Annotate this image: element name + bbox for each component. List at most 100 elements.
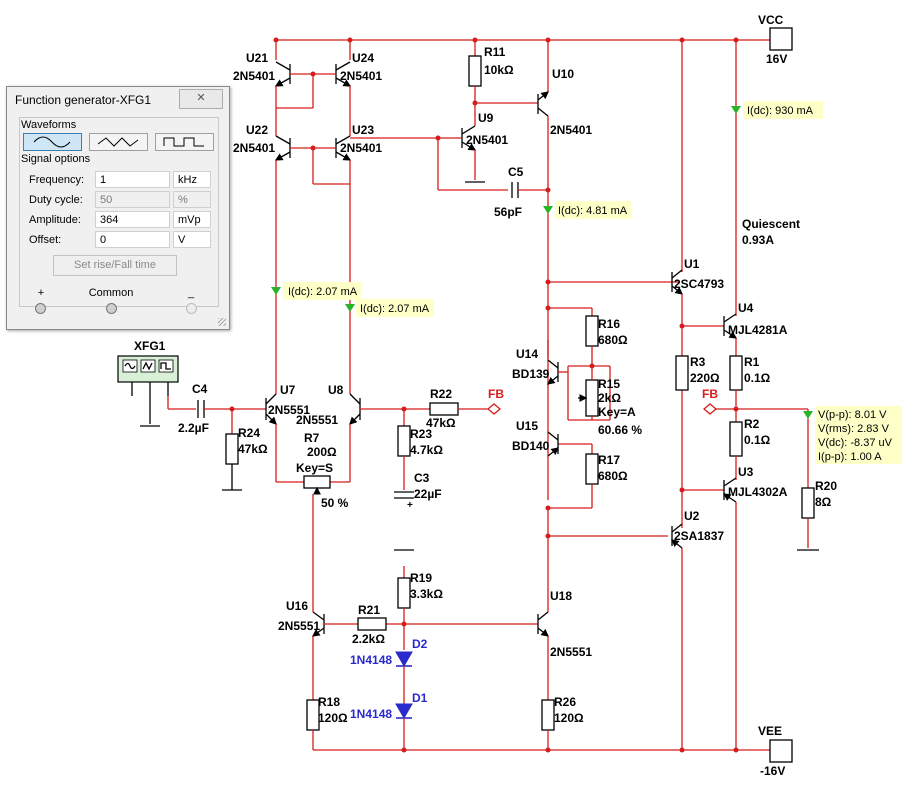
transistor-u4[interactable] [723,313,738,339]
amplitude-unit-select[interactable]: mVp [173,211,211,228]
u7-part: 2N5551 [268,403,310,417]
output-stage [670,37,819,753]
transistor-u15[interactable] [547,431,560,457]
capacitor-c3[interactable] [394,491,414,499]
xfg1-instrument[interactable] [117,355,196,427]
r1-label: R1 [744,355,760,369]
vcc-terminal[interactable] [769,27,793,51]
r26-label: R26 [554,695,576,709]
close-button[interactable]: ✕ [179,89,223,109]
u9-part: 2N5401 [466,133,508,147]
transistor-u2[interactable] [670,523,683,549]
r21-value: 2.2kΩ [352,632,385,646]
capacitor-c4[interactable] [197,400,205,418]
r19-value: 3.3kΩ [410,587,443,601]
offset-unit-select[interactable]: V [173,231,211,248]
r7-label: R7 [304,431,320,445]
r16-value: 680Ω [598,333,628,347]
vcc-value: 16V [766,52,787,66]
offset-label: Offset: [29,234,62,246]
fb-label-output: FB [702,387,718,401]
transistor-u10[interactable] [537,91,550,117]
amplitude-input[interactable]: 364 [95,211,170,228]
transistor-u14[interactable] [546,359,559,385]
diode-d2[interactable] [395,651,413,668]
u4-part: MJL4281A [728,323,788,337]
resistor-r16[interactable] [585,315,599,347]
c5-value: 56pF [494,205,522,219]
frequency-row: Frequency: 1 kHz [25,171,215,191]
u10-part: 2N5401 [550,123,592,137]
resistor-r23[interactable] [397,425,411,457]
probe-u7[interactable]: I(dc): 2.07 mA [271,282,361,300]
r15-key: Key=A [598,405,636,419]
dialog-title: Function generator-XFG1 [15,93,152,107]
function-generator-dialog[interactable]: Function generator-XFG1 ✕ Waveforms Sign… [6,86,230,330]
resistor-r24[interactable] [225,433,239,465]
resistor-r26[interactable] [541,699,555,731]
resistor-r11[interactable] [468,55,482,87]
u4-label: U4 [738,301,754,315]
signal-options-label: Signal options [21,153,91,165]
transistor-u21[interactable] [274,61,291,87]
square-wave-button[interactable] [155,133,214,151]
waveforms-label: Waveforms [21,119,77,131]
d1-part: 1N4148 [350,707,392,721]
svg-text:+: + [407,500,413,511]
u22-label: U22 [246,123,268,137]
transistor-u22[interactable] [274,135,291,161]
d2-label: D2 [412,637,428,651]
d2-part: 1N4148 [350,653,392,667]
quiescent-value: 0.93A [742,233,774,247]
r18-label: R18 [318,695,340,709]
fb-connector-output[interactable] [702,403,718,415]
transistor-u3[interactable] [722,477,737,503]
amplitude-row: Amplitude: 364 mVp [25,211,215,231]
offset-input[interactable]: 0 [95,231,170,248]
xfg1-label: XFG1 [134,339,166,353]
probe-output[interactable]: V(p-p): 8.01 V V(rms): 2.83 V V(dc): -8.… [803,406,902,464]
u8-part: 2N5551 [296,413,338,427]
fb-connector-input[interactable] [486,403,502,415]
diode-d1[interactable] [395,703,413,720]
r16-label: R16 [598,317,620,331]
r18-value: 120Ω [318,711,348,725]
u2-label: U2 [684,509,700,523]
r11-label: R11 [484,45,506,59]
probe-u8[interactable]: I(dc): 2.07 mA [345,299,434,317]
terminal-common[interactable] [106,303,117,314]
transistor-u7[interactable] [265,393,277,425]
probe-u4[interactable]: I(dc): 930 mA [731,101,823,119]
resistor-r21[interactable] [357,617,387,631]
terminal-plus[interactable] [35,303,46,314]
frequency-input[interactable]: 1 [95,171,170,188]
sine-wave-button[interactable] [23,133,82,151]
resistor-r2[interactable] [729,421,743,457]
resize-grip[interactable] [218,318,226,326]
resistor-r17[interactable] [585,453,599,485]
r22-label: R22 [430,387,452,401]
potentiometer-r7[interactable] [303,475,331,489]
terminal-minus[interactable] [186,303,197,314]
resistor-r20[interactable] [801,487,815,519]
u24-label: U24 [352,51,374,65]
triangle-wave-button[interactable] [89,133,148,151]
transistor-u18[interactable] [537,611,550,637]
r15-percent: 60.66 % [598,423,642,437]
resistor-r3[interactable] [675,355,689,391]
resistor-r1[interactable] [729,355,743,391]
r26-value: 120Ω [554,711,584,725]
vee-terminal[interactable] [769,739,793,763]
capacitor-c5[interactable] [511,182,519,198]
r23-value: 4.7kΩ [410,443,443,457]
transistor-u1[interactable] [671,269,684,295]
r24-value: 47kΩ [238,442,268,456]
u16-label: U16 [286,599,308,613]
resistor-r19[interactable] [397,577,411,609]
potentiometer-r15[interactable] [585,379,599,417]
resistor-r22[interactable] [429,402,459,416]
r15-label: R15 [598,377,620,391]
frequency-unit-select[interactable]: kHz [173,171,211,188]
transistor-u8[interactable] [349,393,361,425]
probe-u10[interactable]: I(dc): 4.81 mA [543,201,631,219]
